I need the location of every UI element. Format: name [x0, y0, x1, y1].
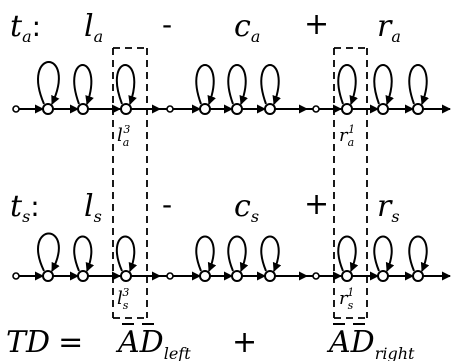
row-s-labels: ts: ls - cs + rs [10, 187, 400, 226]
row-s-start-node [12, 272, 20, 280]
row-s-state-node [42, 270, 54, 282]
row-s-self-loop [195, 235, 217, 272]
formula-lhs: TD= [6, 325, 83, 360]
row-a-junction-node-2 [312, 105, 320, 113]
row-a-t: ta: [10, 9, 41, 46]
row-a-self-loop [195, 64, 216, 105]
row-a-right-marker: ra1 [339, 123, 355, 149]
row-a-minus: - [162, 8, 172, 41]
row-a-state-node [377, 103, 389, 115]
row-a-state-node [231, 103, 243, 115]
row-s-state-node [120, 270, 132, 282]
row-a-self-loop [37, 61, 60, 105]
row-s-junction-node-2 [312, 272, 320, 280]
row-a-left-marker: la3 [117, 123, 130, 149]
row-s-state-node [231, 270, 243, 282]
row-a-l: la [84, 9, 103, 46]
row-s-state-node [264, 270, 276, 282]
row-s-t: ts: [10, 189, 40, 226]
row-s-r: rs [377, 189, 400, 226]
row-s-minus: - [162, 188, 172, 221]
row-a-start-node [12, 105, 20, 113]
row-a-state-node [77, 103, 89, 115]
row-a-state-node [264, 103, 276, 115]
row-a-self-loop [73, 64, 94, 105]
row-s-self-loop [260, 235, 282, 272]
row-s-state-node [377, 270, 389, 282]
row-a-state-node [120, 103, 132, 115]
formula-term-left: ADleft [115, 325, 191, 361]
row-s-state-node [412, 270, 424, 282]
row-a-self-loop [227, 64, 248, 105]
row-a-self-loop [373, 64, 394, 105]
row-a-plus: + [304, 7, 329, 42]
row-s-chain [12, 232, 451, 282]
row-s-self-loop [227, 235, 249, 272]
row-s-self-loop [73, 235, 95, 272]
row-a-state-node [341, 103, 353, 115]
row-s-state-node [341, 270, 353, 282]
row-s-l: ls [84, 189, 102, 226]
row-a-self-loop [337, 64, 358, 105]
row-a-self-loop [115, 64, 137, 105]
dashed-box-right [333, 47, 368, 319]
row-s-state-node [199, 270, 211, 282]
row-s-self-loop [37, 232, 60, 272]
formula-plus: + [232, 325, 257, 360]
row-a-self-loop [260, 64, 281, 105]
row-a-r: ra [377, 9, 401, 46]
row-a-state-node [199, 103, 211, 115]
row-s-c: cs [234, 189, 259, 226]
row-a-labels: ta: la - ca + ra [10, 7, 401, 46]
row-a-state-node [42, 103, 54, 115]
row-a-c: ca [234, 9, 260, 46]
row-s-self-loop [373, 235, 395, 272]
row-s-plus: + [304, 187, 329, 222]
row-s-right-marker: rs1 [339, 286, 354, 312]
row-s-self-loop [337, 235, 359, 272]
row-s-state-node [77, 270, 89, 282]
row-a-chain [12, 61, 451, 115]
formula-term-right: ADright [326, 325, 415, 361]
row-s-junction-node-1 [166, 272, 174, 280]
row-a-self-loop [408, 64, 429, 105]
row-s-self-loop [115, 235, 138, 272]
formula: TD= ADleft + ADright [6, 323, 415, 361]
row-a-junction-node-1 [166, 105, 174, 113]
dashed-box-left [112, 47, 148, 319]
row-s-left-marker: ls3 [117, 286, 129, 312]
row-a-state-node [412, 103, 424, 115]
row-s-self-loop [408, 235, 430, 272]
